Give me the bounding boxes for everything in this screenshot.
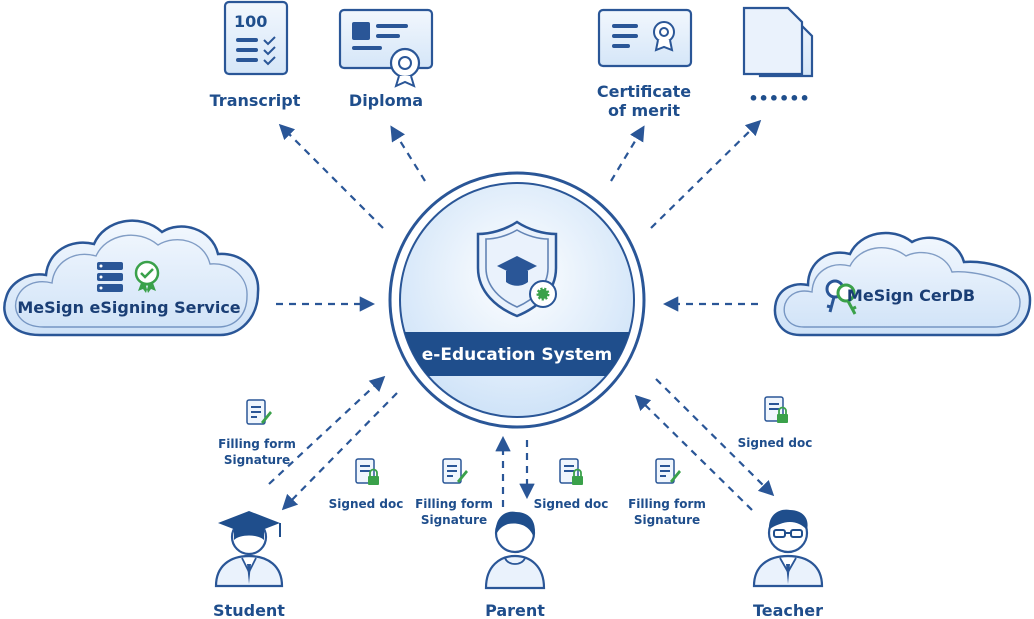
esigning-label: MeSign eSigning Service <box>17 298 240 317</box>
verified-badge-icon <box>134 260 160 293</box>
arrow-teacher-down <box>655 378 775 497</box>
teacher-avatar-icon <box>752 509 824 588</box>
diploma-label: Diploma <box>349 91 423 110</box>
signed-doc-icon <box>764 396 788 423</box>
student-filling-line2: Signature <box>224 453 290 467</box>
parent-signed-label: Signed doc <box>534 497 609 511</box>
arrow-teacher-up <box>634 394 753 511</box>
diploma-icon <box>338 8 434 88</box>
cerdb-cloud: MeSign CerDB <box>773 231 1032 337</box>
system-label: e-Education System <box>422 345 613 365</box>
arrows <box>268 119 775 511</box>
form-signature-icon <box>655 458 681 484</box>
keys-icon <box>825 279 857 315</box>
server-icon <box>97 262 123 292</box>
arrow-to-more <box>650 119 762 229</box>
certificate-label-line2: of merit <box>608 101 680 120</box>
teacher-filling-line1: Filling form <box>628 497 706 511</box>
arrow-to-diploma <box>390 125 426 182</box>
arrow-to-certificate <box>610 125 645 182</box>
signed-doc-icon <box>559 458 583 485</box>
student-label: Student <box>213 601 285 619</box>
arrow-student-down <box>281 392 398 511</box>
certificate-icon <box>597 8 693 68</box>
parent-filling-line1: Filling form <box>415 497 493 511</box>
teacher-label: Teacher <box>753 601 823 619</box>
parent-avatar-icon <box>484 511 546 590</box>
parent-filling-line2: Signature <box>421 513 487 527</box>
signed-doc-icon <box>355 458 379 485</box>
transcript-badge: 100 <box>234 12 267 31</box>
transcript-icon: 100 <box>223 0 289 76</box>
form-signature-icon <box>246 399 272 425</box>
shield-graduation-icon <box>476 220 558 318</box>
esigning-cloud: MeSign eSigning Service <box>3 219 260 337</box>
documents-stack-icon <box>742 6 814 78</box>
education-system-hub: e-Education System <box>388 171 646 429</box>
parent-label: Parent <box>485 601 545 619</box>
cerdb-label: MeSign CerDB <box>847 286 975 305</box>
form-signature-icon <box>442 458 468 484</box>
student-avatar-icon <box>214 511 284 588</box>
student-filling-line1: Filling form <box>218 437 296 451</box>
arrow-to-transcript <box>278 123 384 229</box>
transcript-label: Transcript <box>210 91 301 110</box>
student-signed-label: Signed doc <box>329 497 404 511</box>
teacher-signed-label: Signed doc <box>738 436 813 450</box>
certificate-label-line1: Certificate <box>597 82 691 101</box>
more-label: •••••• <box>748 89 809 108</box>
teacher-filling-line2: Signature <box>634 513 700 527</box>
